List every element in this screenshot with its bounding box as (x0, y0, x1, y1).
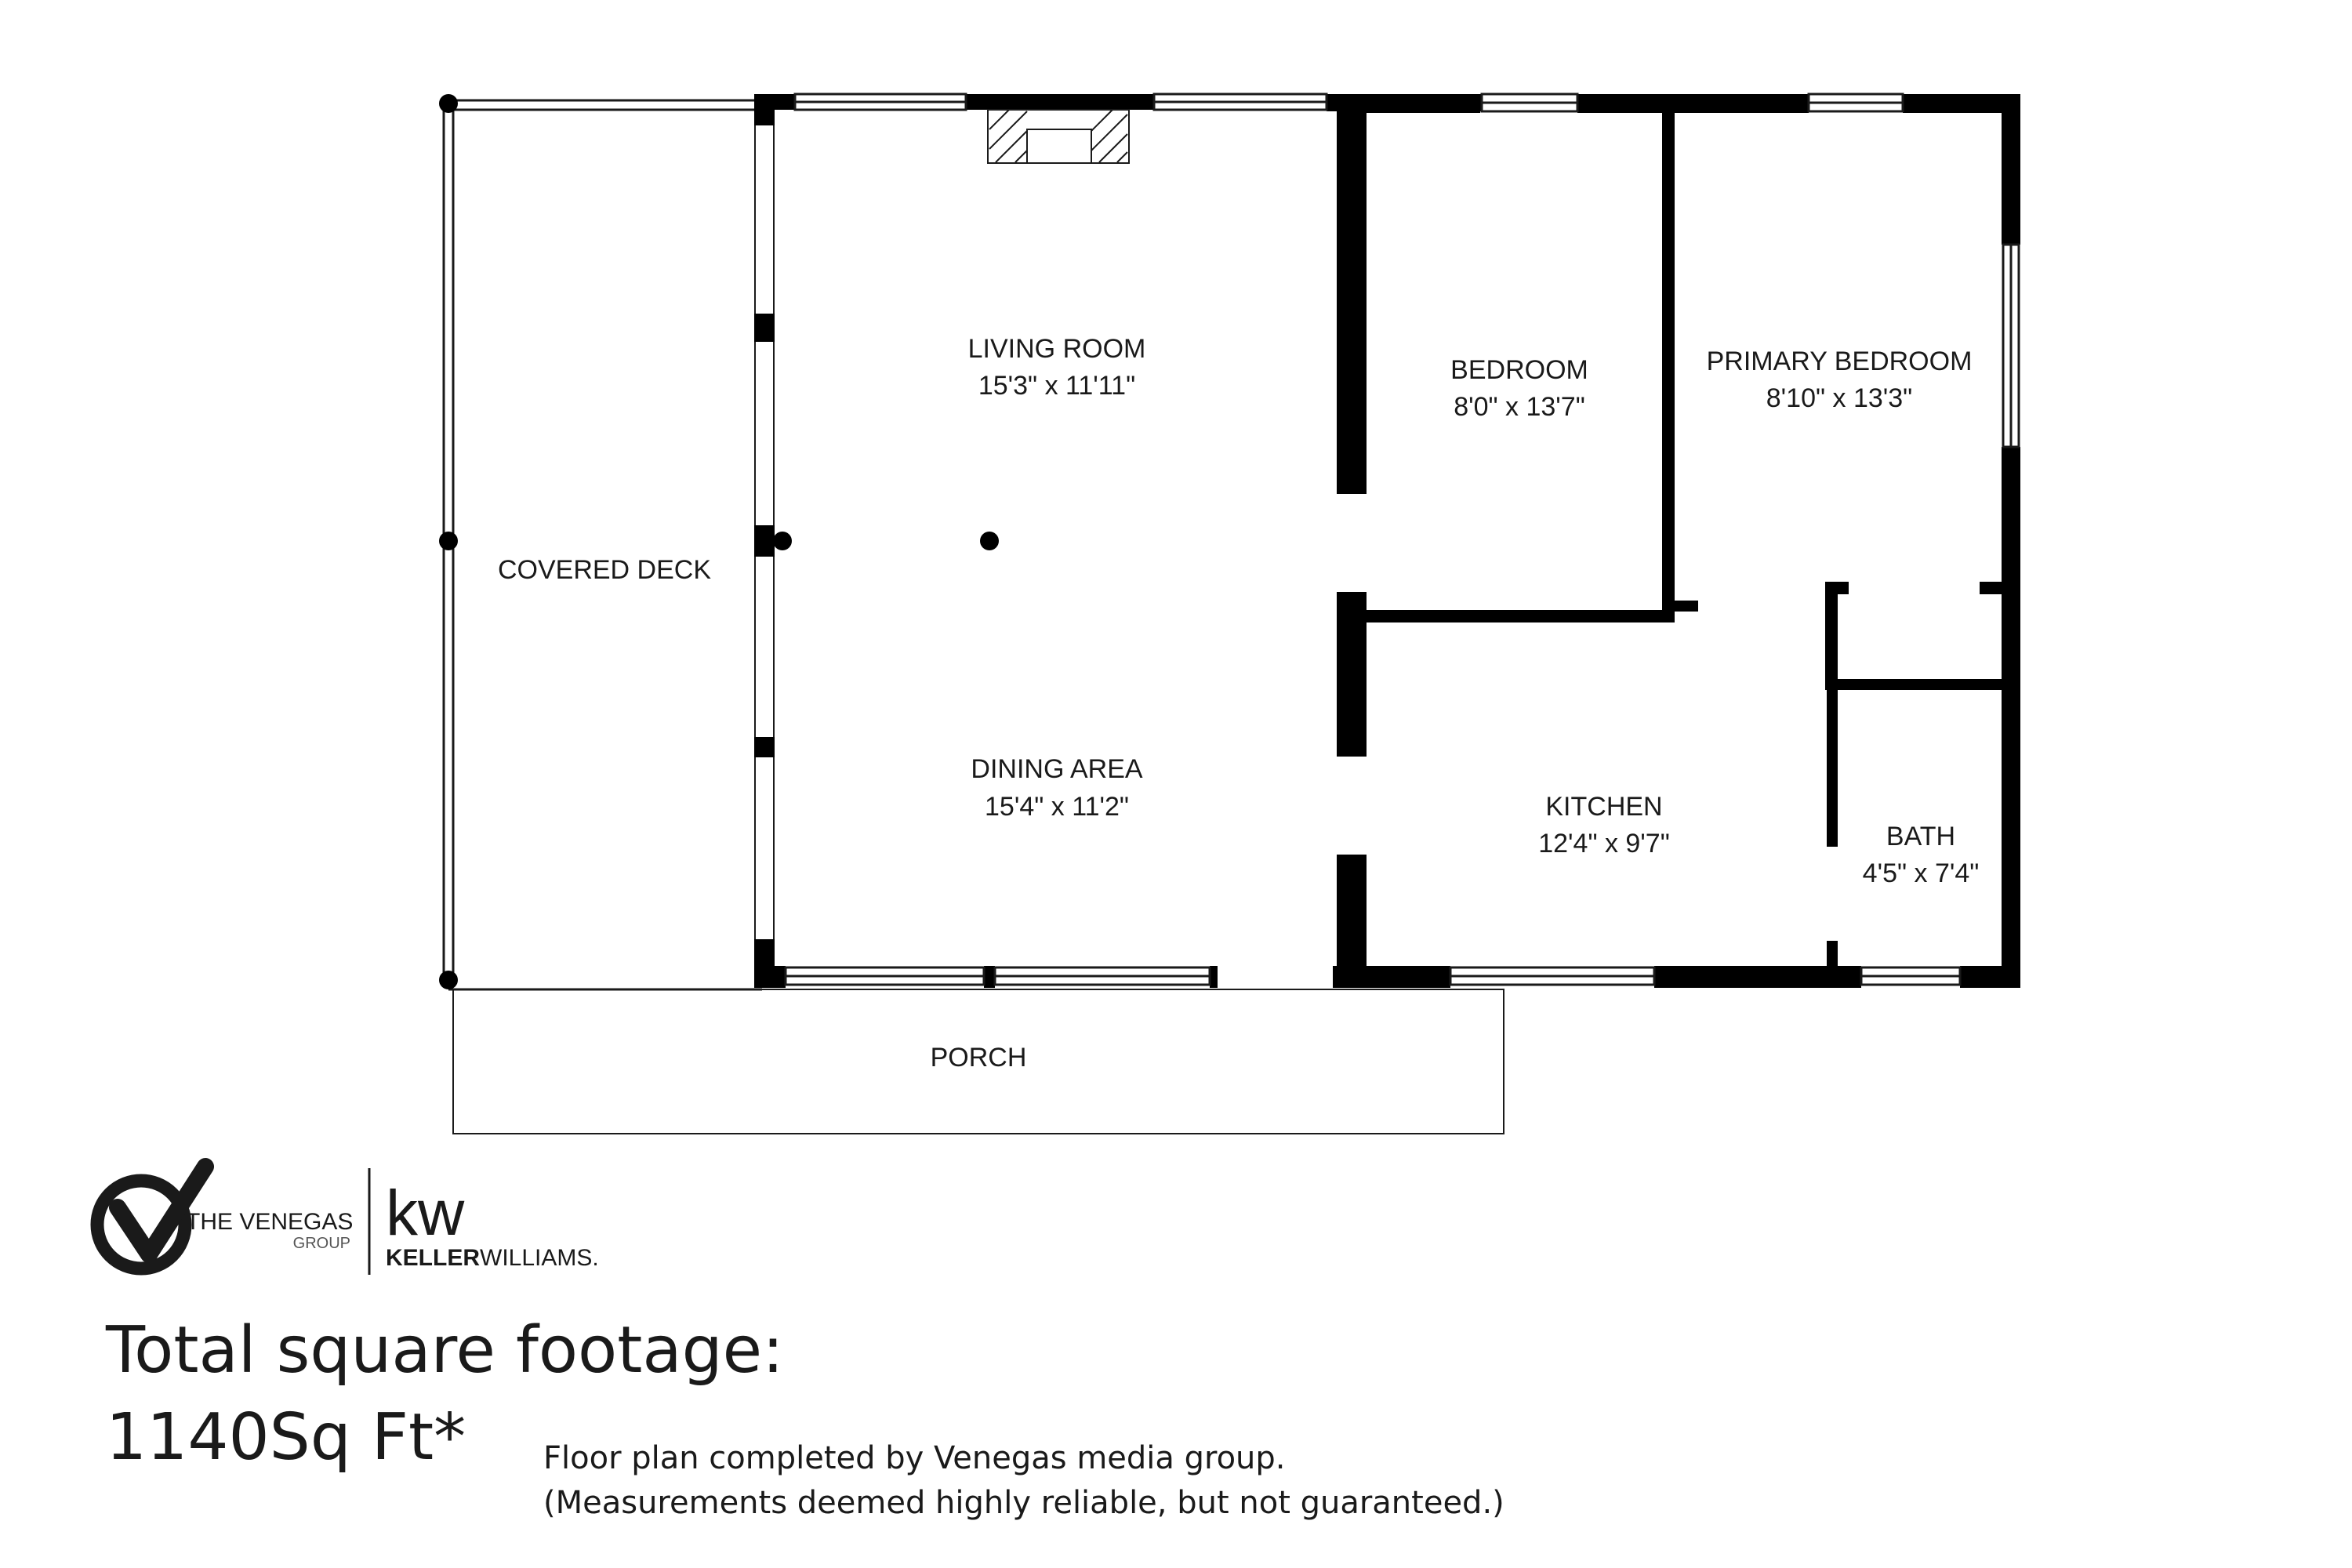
west-wall-posts (754, 94, 775, 988)
total-square-footage-value: 1140Sq Ft* (106, 1400, 466, 1475)
interior-walls (1337, 110, 2013, 988)
room-label-dining-area: DINING AREA (971, 754, 1142, 784)
interior-posts (773, 532, 999, 550)
room-dims-bath: 4'5" x 7'4" (1863, 858, 1980, 888)
room-dims-bedroom: 8'0" x 13'7" (1454, 392, 1585, 422)
room-label-porch: PORCH (931, 1043, 1027, 1073)
venegas-name: THE VENEGAS (186, 1209, 353, 1235)
windows (784, 93, 2020, 986)
covered-deck-outline (442, 99, 762, 991)
total-square-footage-label: Total square footage: (106, 1313, 784, 1388)
keller-williams-logo: kw KELLERWILLIAMS. (386, 1178, 599, 1271)
fireplace (987, 109, 1130, 164)
room-label-bath: BATH (1886, 822, 1955, 851)
room-label-primary-bedroom: PRIMARY BEDROOM (1707, 347, 1973, 376)
room-label-kitchen: KITCHEN (1545, 792, 1662, 822)
room-dims-kitchen: 12'4" x 9'7" (1538, 829, 1670, 858)
room-label-living-room: LIVING ROOM (968, 334, 1146, 364)
deck-posts (439, 94, 458, 989)
room-label-covered-deck: COVERED DECK (498, 555, 711, 585)
kw-name: KELLERWILLIAMS. (386, 1245, 599, 1271)
room-dims-dining-area: 15'4" x 11'2" (985, 792, 1129, 822)
room-dims-living-room: 15'3" x 11'11" (978, 371, 1135, 401)
room-label-bedroom: BEDROOM (1450, 355, 1588, 385)
disclaimer-line-1: Floor plan completed by Venegas media gr… (543, 1440, 1286, 1476)
disclaimer-line-2: (Measurements deemed highly reliable, bu… (543, 1485, 1504, 1521)
venegas-group-logo: THE VENEGAS GROUP (90, 1158, 353, 1276)
venegas-sub: GROUP (293, 1235, 350, 1252)
room-dims-primary-bedroom: 8'10" x 13'3" (1766, 383, 1912, 413)
exterior-walls (775, 94, 2020, 988)
kw-mark: kw (386, 1178, 465, 1249)
porch-outline (452, 989, 1504, 1134)
